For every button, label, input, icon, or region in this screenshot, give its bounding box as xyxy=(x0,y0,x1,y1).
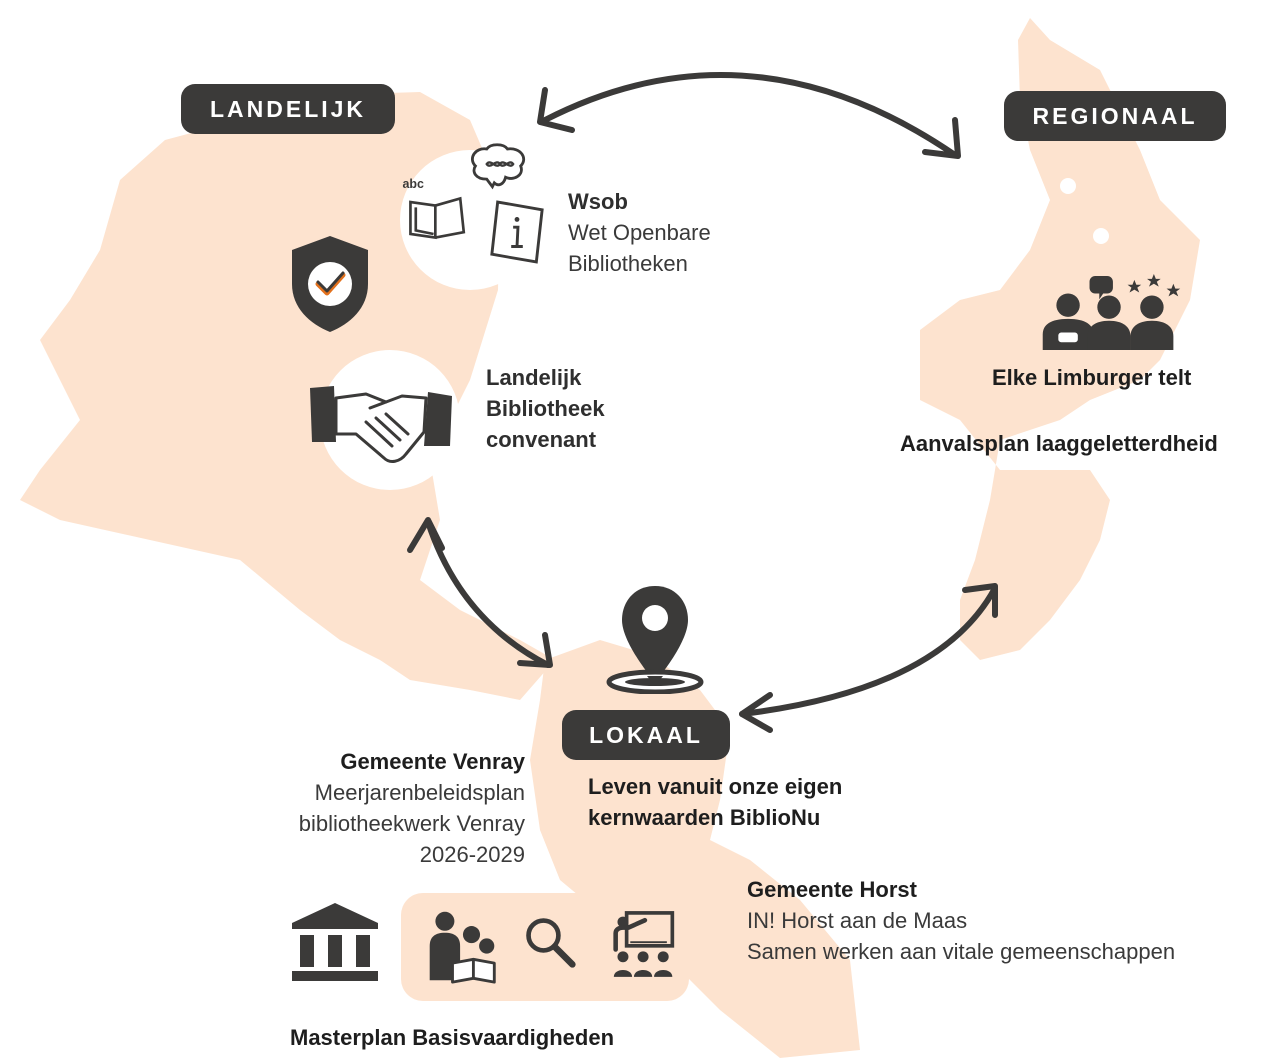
arrow-head xyxy=(962,583,998,618)
shield-check-icon xyxy=(292,236,368,332)
venray-block: Gemeente Venray Meerjarenbeleidsplan bib… xyxy=(240,746,525,870)
arrow-national-regional xyxy=(542,72,958,158)
reading-group-icon xyxy=(429,911,496,984)
arrow-head xyxy=(407,517,445,553)
location-pin-icon xyxy=(606,586,704,694)
city-dot xyxy=(1093,228,1109,244)
library-building-icon xyxy=(292,903,378,981)
arrow-regional-local xyxy=(739,585,998,717)
convenant-line2: Bibliotheek xyxy=(486,396,605,421)
teacher-icon xyxy=(613,911,675,977)
level-national-badge: LANDELIJK xyxy=(181,84,395,134)
level-regional-badge: REGIONAAL xyxy=(1004,91,1226,141)
convenant-block: Landelijk Bibliotheek convenant xyxy=(486,362,605,455)
wsob-line2: Bibliotheken xyxy=(568,251,688,276)
venray-title: Gemeente Venray xyxy=(340,749,525,774)
convenant-line3: convenant xyxy=(486,427,597,452)
abc-letters: abc xyxy=(402,177,424,191)
level-local-badge: LOKAAL xyxy=(562,710,730,760)
masterplan-label: Masterplan Basisvaardigheden xyxy=(290,1025,615,1050)
arrow-head xyxy=(537,87,575,133)
wsob-block: Wsob Wet Openbare Bibliotheken xyxy=(568,186,711,279)
handshake-icon xyxy=(310,386,452,463)
convenant-line1: Landelijk xyxy=(486,365,582,390)
horst-line2: Samen werken aan vitale gemeenschappen xyxy=(747,939,1176,964)
local-line2: kernwaarden BiblioNu xyxy=(588,805,821,830)
venray-line2: bibliotheekwerk Venray xyxy=(298,811,525,836)
wsob-line1: Wet Openbare xyxy=(568,220,711,245)
arrow-national-local xyxy=(425,519,551,668)
venray-line3: 2026-2029 xyxy=(419,842,525,867)
horst-block: Gemeente Horst IN! Horst aan de Maas Sam… xyxy=(747,874,1175,967)
arrow-head xyxy=(739,692,773,733)
magnifier-icon xyxy=(526,918,576,968)
city-dot xyxy=(1060,178,1076,194)
book-icon: abc xyxy=(402,177,466,240)
local-line1: Leven vanuit onze eigen xyxy=(588,774,843,799)
regional-plan: Aanvalsplan laaggeletterdheid xyxy=(900,431,1218,456)
community-icon xyxy=(1042,274,1181,351)
horst-title: Gemeente Horst xyxy=(747,877,917,902)
horst-line1: IN! Horst aan de Maas xyxy=(747,908,968,933)
arrow-head xyxy=(517,632,553,668)
wsob-title: Wsob xyxy=(568,189,628,214)
local-block: Leven vanuit onze eigen kernwaarden Bibl… xyxy=(588,771,842,833)
regional-label: Elke Limburger telt xyxy=(992,365,1192,390)
venray-line1: Meerjarenbeleidsplan xyxy=(314,780,525,805)
brain-icon xyxy=(471,143,526,190)
info-card-icon xyxy=(490,200,544,264)
arrow-head xyxy=(922,117,961,159)
